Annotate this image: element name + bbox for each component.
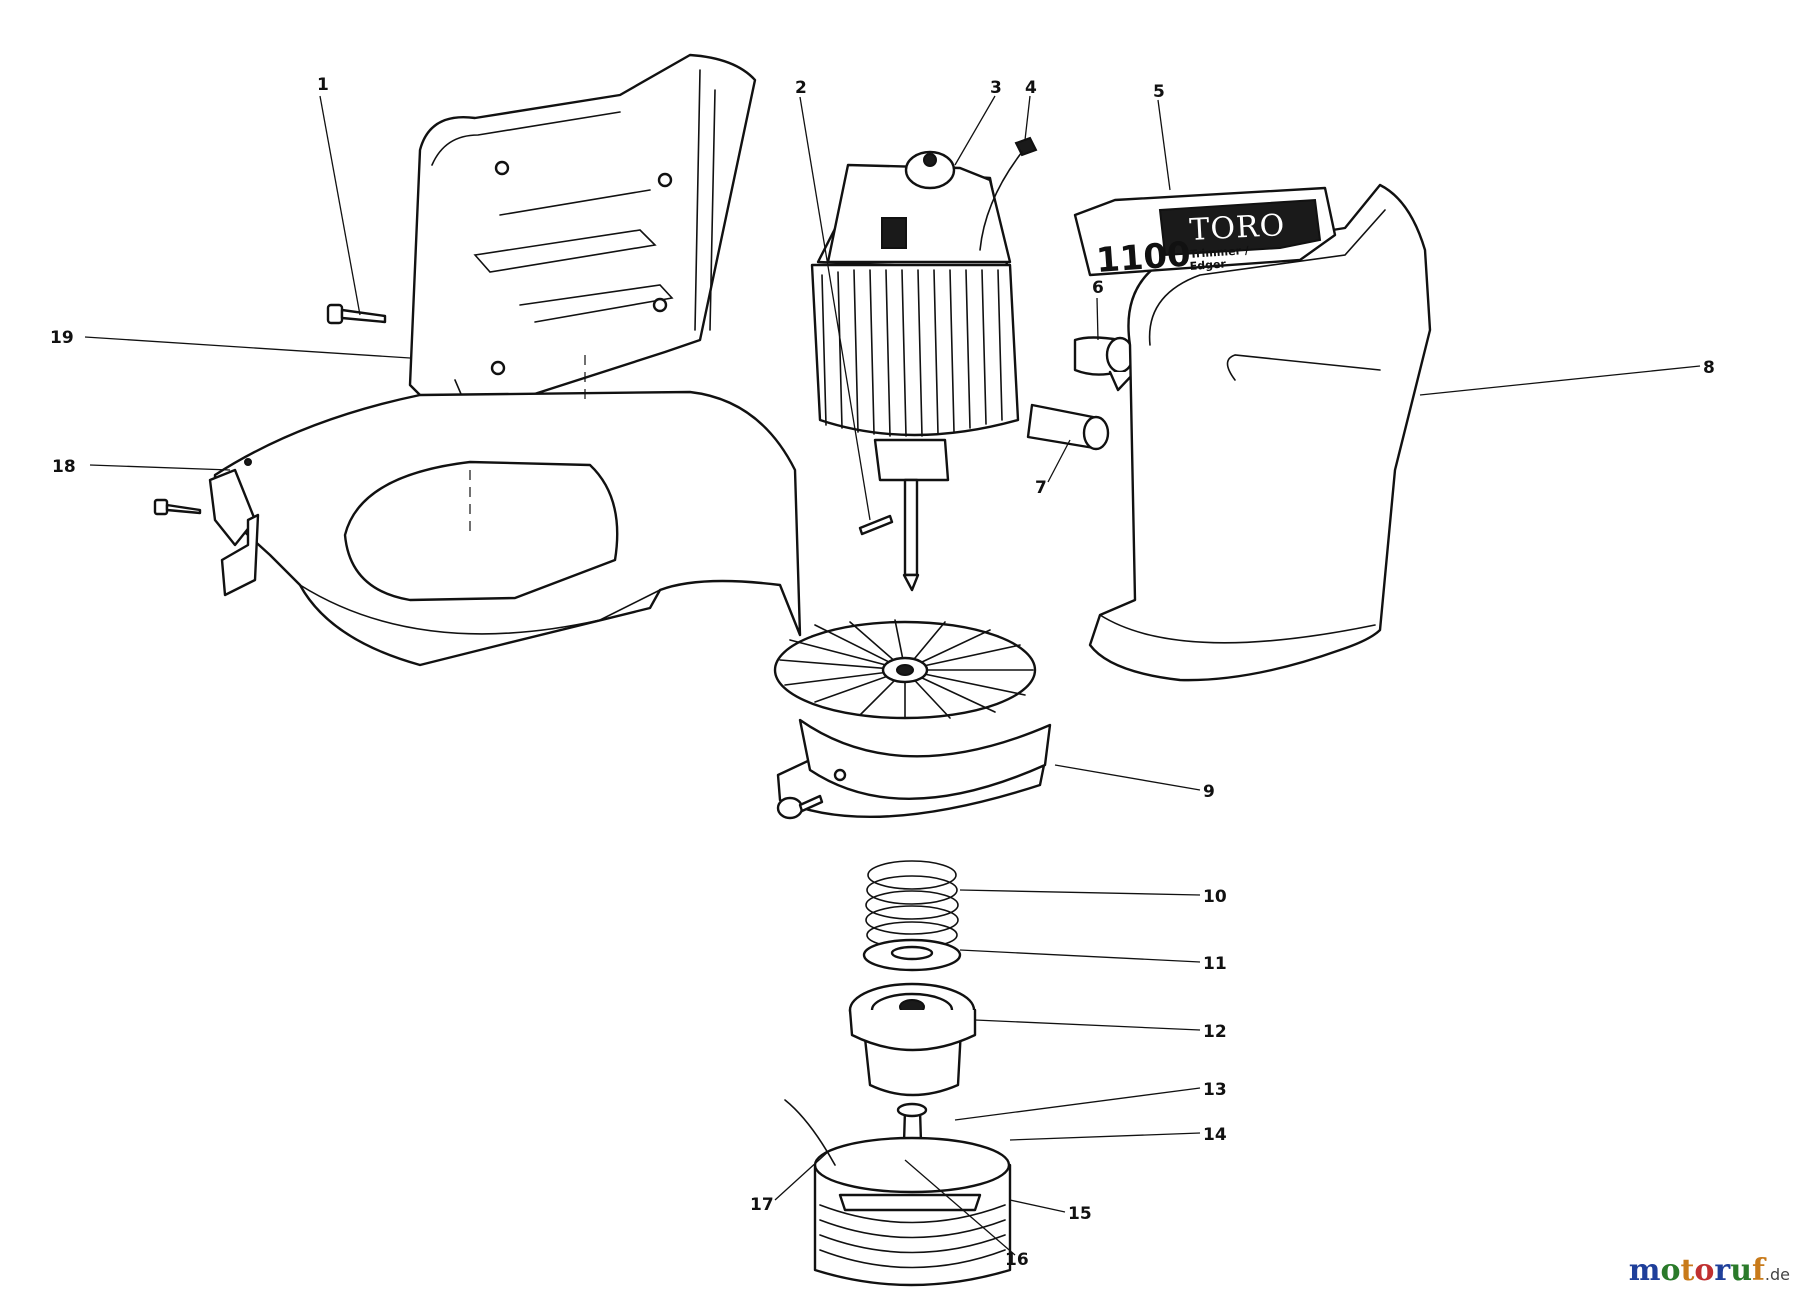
lower-guard-part-18 [208, 390, 802, 667]
callout-19: 19 [50, 328, 74, 348]
capacitor-part-7 [1026, 403, 1110, 451]
callout-7: 7 [1035, 478, 1047, 498]
decal-line2-text: Edger [1189, 257, 1227, 273]
decal-brand-text: TORO [1189, 208, 1286, 248]
upper-housing-part-19 [408, 53, 757, 422]
motor-part-3 [810, 150, 1020, 592]
callout-15: 15 [1068, 1204, 1092, 1224]
callout-8: 8 [1703, 358, 1715, 378]
callout-16: 16 [1005, 1250, 1029, 1270]
watermark-logo: motoruf.de [1629, 1253, 1790, 1288]
spring-part-10 [865, 860, 959, 949]
callout-14: 14 [1203, 1125, 1227, 1145]
washer-part-11 [862, 938, 962, 972]
wm-letter-5: u [1730, 1253, 1752, 1288]
callout-10: 10 [1203, 887, 1227, 907]
callout-4: 4 [1025, 78, 1037, 98]
callout-12: 12 [1203, 1022, 1227, 1042]
trimmer-line-part-17 [784, 1099, 836, 1166]
callout-3: 3 [990, 78, 1002, 98]
wm-letter-6: f [1752, 1253, 1765, 1288]
spool-part-14 [813, 1136, 1012, 1287]
callout-13: 13 [1203, 1080, 1227, 1100]
wm-letter-1: o [1660, 1253, 1681, 1288]
callout-9: 9 [1203, 782, 1215, 802]
fan-screw [776, 794, 824, 820]
decal-line1-text: Trimmer / [1189, 244, 1250, 261]
callout-2: 2 [795, 78, 807, 98]
decal-model-text: 1100 [1095, 234, 1192, 281]
callout-11: 11 [1203, 954, 1227, 974]
pin-part-2 [858, 514, 894, 536]
wm-letter-4: r [1714, 1253, 1731, 1288]
leader-lines [84, 95, 1701, 1256]
callout-17: 17 [750, 1195, 774, 1215]
housing-screw-part-1 [326, 303, 387, 325]
motor-lamination-stripes [821, 269, 1003, 437]
switch-part-6 [1073, 336, 1137, 392]
callout-5: 5 [1153, 82, 1165, 102]
callout-18: 18 [52, 457, 76, 477]
callout-6: 6 [1092, 278, 1104, 298]
guard-screw [153, 498, 202, 516]
wm-letter-2: t [1680, 1253, 1695, 1288]
fan-part-9 [773, 619, 1052, 819]
alignment-line [469, 355, 586, 535]
callout-labels: 1 2 3 4 5 6 7 8 9 10 11 12 13 14 15 16 1… [50, 75, 1715, 1270]
wm-letter-3: o [1694, 1253, 1715, 1288]
wm-suffix: .de [1764, 1265, 1790, 1284]
spool-housing-part-12 [848, 982, 977, 1097]
wm-letter-0: m [1628, 1253, 1661, 1288]
callout-1: 1 [317, 75, 329, 95]
decal-part-5: TORO 1100 Trimmer / Edger [1073, 186, 1337, 281]
